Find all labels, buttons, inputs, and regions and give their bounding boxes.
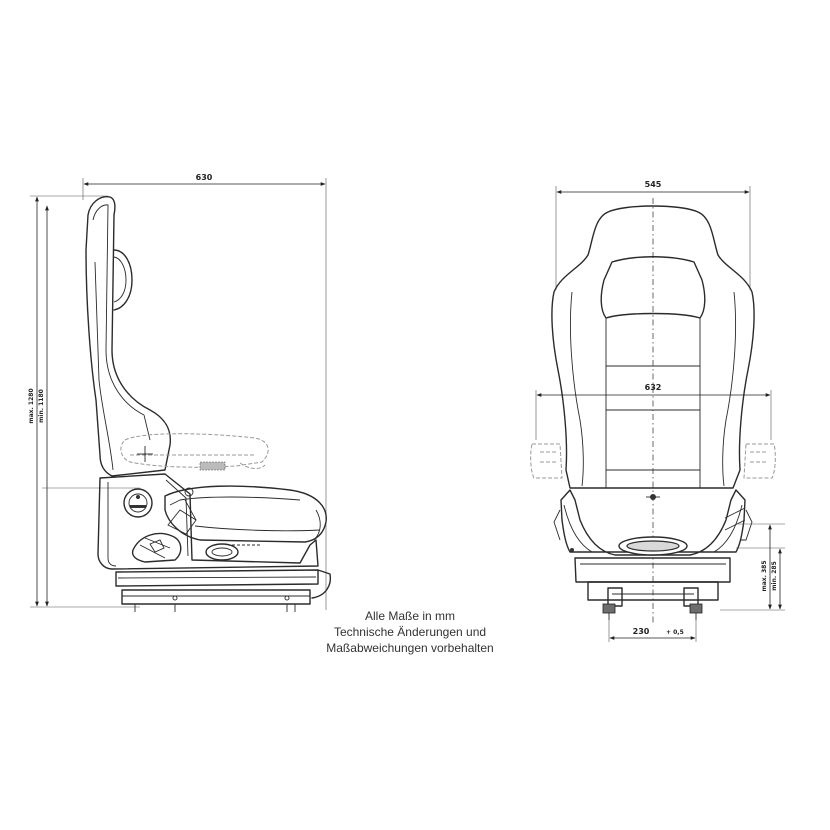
front-height-max-label: max. 385: [761, 560, 768, 591]
note-dimensions-unit: Alle Maße in mm: [364, 609, 456, 623]
front-bolt-left: [602, 603, 616, 614]
side-height-min-label: min. 1180: [38, 389, 45, 423]
side-suspension-housing: [97, 473, 319, 570]
front-bolt-right: [689, 603, 703, 614]
front-seat-cushion: [560, 489, 746, 556]
side-width-dimension: 630: [82, 173, 327, 610]
side-width-label: 630: [196, 173, 213, 182]
front-base-width-label: 230: [633, 627, 650, 636]
note-technical-changes: Technische Änderungen und: [333, 625, 487, 639]
side-height-dimension: max. 1280 min. 1180: [28, 195, 140, 608]
front-width-dimension: 545: [555, 180, 751, 290]
side-armrest: [120, 433, 269, 471]
side-adjust-knob: [123, 488, 153, 518]
front-armrest-left: [530, 443, 563, 479]
side-headrest: [113, 249, 133, 311]
note-deviations-reserved: Maßabweichungen vorbehalten: [326, 641, 494, 655]
side-weight-lever: [131, 532, 182, 563]
side-height-max-label: max. 1280: [28, 388, 35, 423]
side-base: [115, 569, 319, 587]
front-height-min-label: min. 285: [771, 561, 778, 590]
front-backrest: [551, 205, 755, 489]
side-view-seat: 630 max. 1280 min. 1180: [28, 173, 332, 612]
front-armrest-width-dimension: 632: [535, 383, 772, 440]
side-handle: [205, 543, 239, 561]
front-armrest-right: [743, 443, 776, 479]
front-suspension-base: [574, 557, 731, 583]
side-backrest: [85, 196, 172, 477]
front-base-tolerance-label: + 0,5: [666, 629, 684, 636]
front-base-width-dimension: 230 + 0,5: [608, 620, 697, 642]
side-seat-cushion: [164, 485, 327, 543]
front-armrest-width-label: 632: [645, 383, 662, 392]
front-height-dimension: max. 385 min. 285: [720, 523, 785, 611]
front-width-label: 545: [645, 180, 662, 189]
front-view-seat: 545 632: [530, 180, 785, 642]
